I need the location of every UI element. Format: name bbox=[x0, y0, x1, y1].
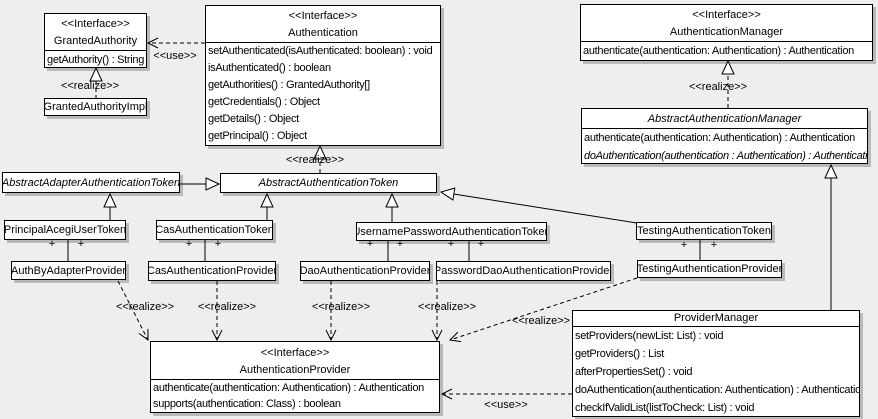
member: getProviders() : List bbox=[575, 348, 665, 360]
member: checkIfValidList(listToCheck: List) : vo… bbox=[575, 402, 755, 414]
generalization-testing-token bbox=[439, 187, 638, 224]
realize-label-abstracttoken: <<realize>> bbox=[285, 154, 345, 166]
stereotype-label: <<Interface>> bbox=[61, 18, 130, 30]
members-compartment: authenticate(authentication: Authenticat… bbox=[582, 128, 867, 165]
plus-marker: + bbox=[477, 238, 485, 250]
class-name: PasswordDaoAuthenticationProvider bbox=[436, 265, 611, 277]
class-name: AuthByAdapterProvider bbox=[11, 264, 126, 277]
class-provider-manager[interactable]: ProviderManager setProviders(newList: Li… bbox=[572, 310, 860, 417]
realize-label-grantedauthorityimpl: <<realize>> bbox=[60, 80, 120, 92]
realize-label-dao: <<realize>> bbox=[311, 301, 371, 313]
members-compartment: setAuthenticated(isAuthenticated: boolea… bbox=[206, 42, 440, 145]
class-abstract-authentication-manager[interactable]: AbstractAuthenticationManager authentica… bbox=[581, 108, 868, 164]
class-header: <<Interface>> Authentication bbox=[206, 6, 440, 42]
class-authentication-provider[interactable]: <<Interface>> AuthenticationProvider aut… bbox=[150, 341, 440, 413]
stereotype-label: <<Interface>> bbox=[692, 9, 761, 21]
class-authentication-manager[interactable]: <<Interface>> AuthenticationManager auth… bbox=[580, 4, 873, 61]
members-compartment: setProviders(newList: List) : void getPr… bbox=[573, 326, 859, 417]
class-cas-authentication-token[interactable]: CasAuthenticationToken bbox=[156, 220, 273, 240]
class-name: AbstractAdapterAuthenticationToken bbox=[2, 176, 180, 189]
class-name: PrincipalAcegiUserToken bbox=[4, 224, 126, 236]
member: authenticate(authentication: Authenticat… bbox=[584, 132, 855, 144]
class-name: Authentication bbox=[288, 27, 358, 39]
member: isAuthenticated() : boolean bbox=[208, 62, 331, 74]
class-granted-authority[interactable]: <<Interface>> GrantedAuthority getAuthor… bbox=[44, 13, 147, 68]
plus-marker: + bbox=[680, 239, 688, 251]
plus-marker: + bbox=[185, 238, 193, 250]
member: getCredentials() : Object bbox=[208, 96, 320, 108]
member: setAuthenticated(isAuthenticated: boolea… bbox=[208, 45, 433, 57]
member: getAuthorities() : GrantedAuthority[] bbox=[208, 79, 370, 91]
member: authenticate(authentication: Authenticat… bbox=[583, 45, 854, 57]
realize-label-testing: <<realize>> bbox=[511, 315, 571, 327]
plus-marker: + bbox=[396, 238, 404, 250]
member: doAuthentication(authentication : Authen… bbox=[584, 150, 867, 162]
class-principal-acegi-user-token[interactable]: PrincipalAcegiUserToken bbox=[4, 220, 126, 240]
class-header: <<Interface>> AuthenticationProvider bbox=[151, 342, 439, 379]
member: afterPropertiesSet() : void bbox=[575, 366, 693, 378]
members-compartment: authenticate(authentication: Authenticat… bbox=[581, 41, 872, 61]
member: supports(authentication: Class) : boolea… bbox=[153, 398, 341, 410]
use-label-authentication-grantedauthority: <<use>> bbox=[153, 50, 197, 62]
plus-marker: + bbox=[77, 238, 85, 250]
plus-marker: + bbox=[214, 238, 222, 250]
class-header: <<Interface>> AuthenticationManager bbox=[581, 5, 872, 41]
class-username-password-authentication-token[interactable]: UsernamePasswordAuthenticationToken bbox=[356, 222, 547, 241]
member: setProviders(newList: List) : void bbox=[575, 330, 724, 342]
class-header: AbstractAuthenticationManager bbox=[582, 109, 867, 128]
plus-marker: + bbox=[48, 238, 56, 250]
stereotype-label: <<Interface>> bbox=[288, 10, 358, 22]
class-name: AuthenticationManager bbox=[669, 26, 784, 38]
class-header: <<Interface>> GrantedAuthority bbox=[45, 14, 146, 50]
class-auth-by-adapter-provider[interactable]: AuthByAdapterProvider bbox=[11, 261, 126, 280]
class-password-dao-authentication-provider[interactable]: PasswordDaoAuthenticationProvider bbox=[436, 261, 611, 281]
class-granted-authority-impl[interactable]: GrantedAuthorityImpl bbox=[44, 98, 147, 116]
plus-marker: + bbox=[710, 239, 718, 251]
class-name: CasAuthenticationToken bbox=[156, 224, 273, 236]
member: getAuthority() : String bbox=[47, 54, 145, 66]
class-name: GrantedAuthorityImpl bbox=[44, 101, 147, 113]
realize-label-cas: <<realize>> bbox=[197, 301, 257, 313]
member: doAuthentication(authentication: Authent… bbox=[575, 384, 859, 396]
class-name: UsernamePasswordAuthenticationToken bbox=[356, 225, 547, 238]
class-name: TestingAuthenticationToken bbox=[637, 225, 771, 237]
plus-marker: + bbox=[366, 238, 374, 250]
stereotype-label: <<Interface>> bbox=[260, 347, 330, 359]
class-name: GrantedAuthority bbox=[53, 35, 138, 47]
members-compartment: getAuthority() : String bbox=[45, 50, 146, 70]
class-abstract-adapter-authentication-token[interactable]: AbstractAdapterAuthenticationToken bbox=[2, 172, 180, 193]
realize-label-passworddao: <<realize>> bbox=[417, 301, 477, 313]
class-name: AbstractAuthenticationToken bbox=[258, 177, 399, 189]
realize-label-authbyadapter: <<realize>> bbox=[115, 301, 175, 313]
class-header: ProviderManager bbox=[573, 311, 859, 326]
member: getPrincipal() : Object bbox=[208, 130, 307, 142]
class-name: CasAuthenticationProvider bbox=[148, 265, 276, 277]
members-compartment: authenticate(authentication: Authenticat… bbox=[151, 379, 439, 412]
class-name: AbstractAuthenticationManager bbox=[647, 113, 802, 125]
class-name: TestingAuthenticationProvider bbox=[637, 263, 782, 275]
plus-marker: + bbox=[447, 238, 455, 250]
class-abstract-authentication-token[interactable]: AbstractAuthenticationToken bbox=[220, 173, 437, 193]
class-dao-authentication-provider[interactable]: DaoAuthenticationProvider bbox=[300, 261, 430, 281]
class-testing-authentication-provider[interactable]: TestingAuthenticationProvider bbox=[637, 260, 782, 278]
class-name: AuthenticationProvider bbox=[239, 364, 351, 376]
class-name: DaoAuthenticationProvider bbox=[300, 265, 430, 277]
member: authenticate(authentication: Authenticat… bbox=[153, 382, 424, 394]
class-cas-authentication-provider[interactable]: CasAuthenticationProvider bbox=[148, 261, 276, 281]
realize-label-abstractmanager: <<realize>> bbox=[688, 81, 748, 93]
class-authentication[interactable]: <<Interface>> Authentication setAuthenti… bbox=[205, 5, 441, 146]
use-label-providermanager: <<use>> bbox=[484, 399, 528, 411]
member: getDetails() : Object bbox=[208, 113, 299, 125]
class-testing-authentication-token[interactable]: TestingAuthenticationToken bbox=[636, 222, 772, 240]
class-name: ProviderManager bbox=[673, 312, 759, 324]
